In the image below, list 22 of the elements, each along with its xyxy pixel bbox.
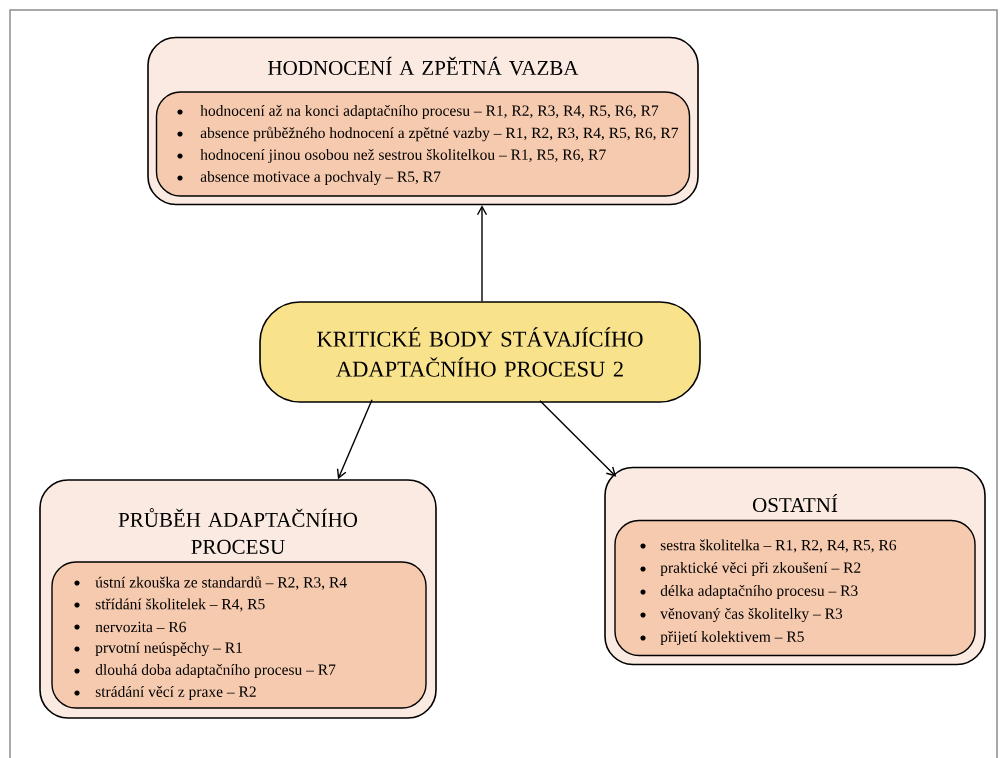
list-item: ústní zkouška ze standardů – R2, R3, R4 xyxy=(95,576,347,590)
list-item: absence motivace a pochvaly – R5, R7 xyxy=(200,170,441,186)
list-item: délka adaptačního procesu – R3 xyxy=(660,585,858,600)
list-item: hodnocení až na konci adaptačního procesu – R1, R2, R3, R4, R5, R6, R7 xyxy=(200,104,659,120)
box-heading: PRŮBĚH ADAPTAČNÍHO PROCESU xyxy=(118,508,358,554)
list-item: sestra školitelka – R1, R2, R4, R5, R6 xyxy=(660,539,897,553)
list-item: přijetí kolektivem – R5 xyxy=(660,631,804,646)
list-item: věnovaný čas školitelky – R3 xyxy=(660,607,843,623)
box-heading: OSTATNÍ xyxy=(752,493,838,513)
box-heading: HODNOCENÍ A ZPĚTNÁ VAZBA xyxy=(268,56,579,76)
list-item: střídání školitelek – R4, R5 xyxy=(95,598,265,612)
list-item: absence průběžného hodnocení a zpětné vazby – R1, R2, R3, R4, R5, R6, R7 xyxy=(200,126,679,142)
arrow xyxy=(336,399,373,480)
list-item: prvotní neúspěchy – R1 xyxy=(95,641,242,657)
topic-box: KRITICKÉ BODY STÁVAJÍCÍHO ADAPTAČNÍHO PROCESU 2 xyxy=(259,301,701,403)
list-item: hodnocení jinou osobou než sestrou školitelkou – R1, R5, R6, R7 xyxy=(200,148,606,164)
list-item: praktické věci při zkoušení – R2 xyxy=(660,562,861,577)
arrow xyxy=(476,205,488,302)
list-item: nervozita – R6 xyxy=(95,621,186,633)
list-item: strádání věcí z praxe – R2 xyxy=(95,686,256,701)
arrow xyxy=(539,400,617,477)
list-item: dlouhá doba adaptačního procesu – R7 xyxy=(95,664,336,679)
